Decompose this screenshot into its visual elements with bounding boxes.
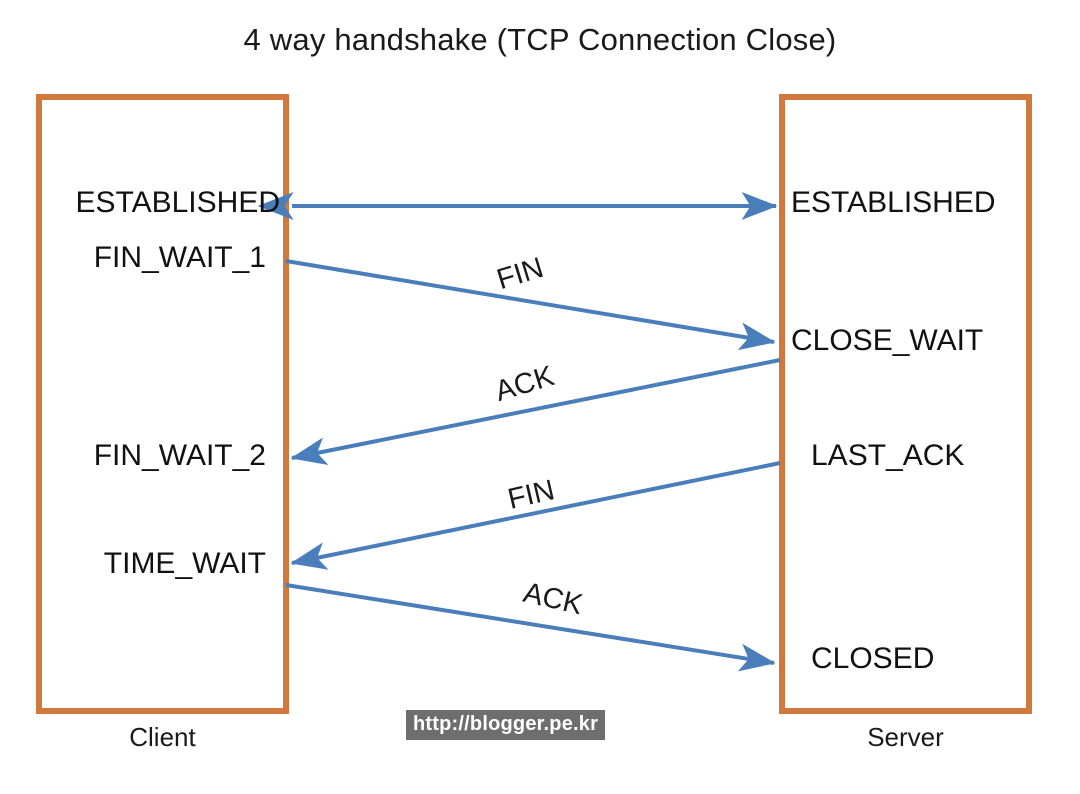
- client-state-fin-wait-1: FIN_WAIT_1: [93, 241, 266, 274]
- client-state-time-wait: TIME_WAIT: [103, 547, 266, 580]
- server-lifeline-box: [779, 94, 1032, 714]
- server-state-established: ESTABLISHED: [791, 186, 996, 219]
- arrow-ack-2: [285, 583, 776, 672]
- client-caption: Client: [129, 722, 196, 752]
- server-state-close-wait: CLOSE_WAIT: [791, 324, 984, 357]
- client-state-fin-wait-2: FIN_WAIT_2: [93, 439, 266, 472]
- client-state-established: ESTABLISHED: [75, 186, 280, 219]
- server-caption: Server: [867, 722, 944, 752]
- arrow-fin-1: [285, 259, 776, 351]
- server-state-last-ack: LAST_ACK: [811, 439, 965, 472]
- watermark: http://blogger.pe.kr: [406, 710, 606, 740]
- arrow-ack-1: [290, 358, 781, 465]
- client-lifeline-box: [36, 94, 289, 714]
- server-state-closed: CLOSED: [811, 642, 935, 675]
- diagram-title: 4 way handshake (TCP Connection Close): [243, 22, 837, 57]
- arrow-fin-2: [290, 461, 781, 570]
